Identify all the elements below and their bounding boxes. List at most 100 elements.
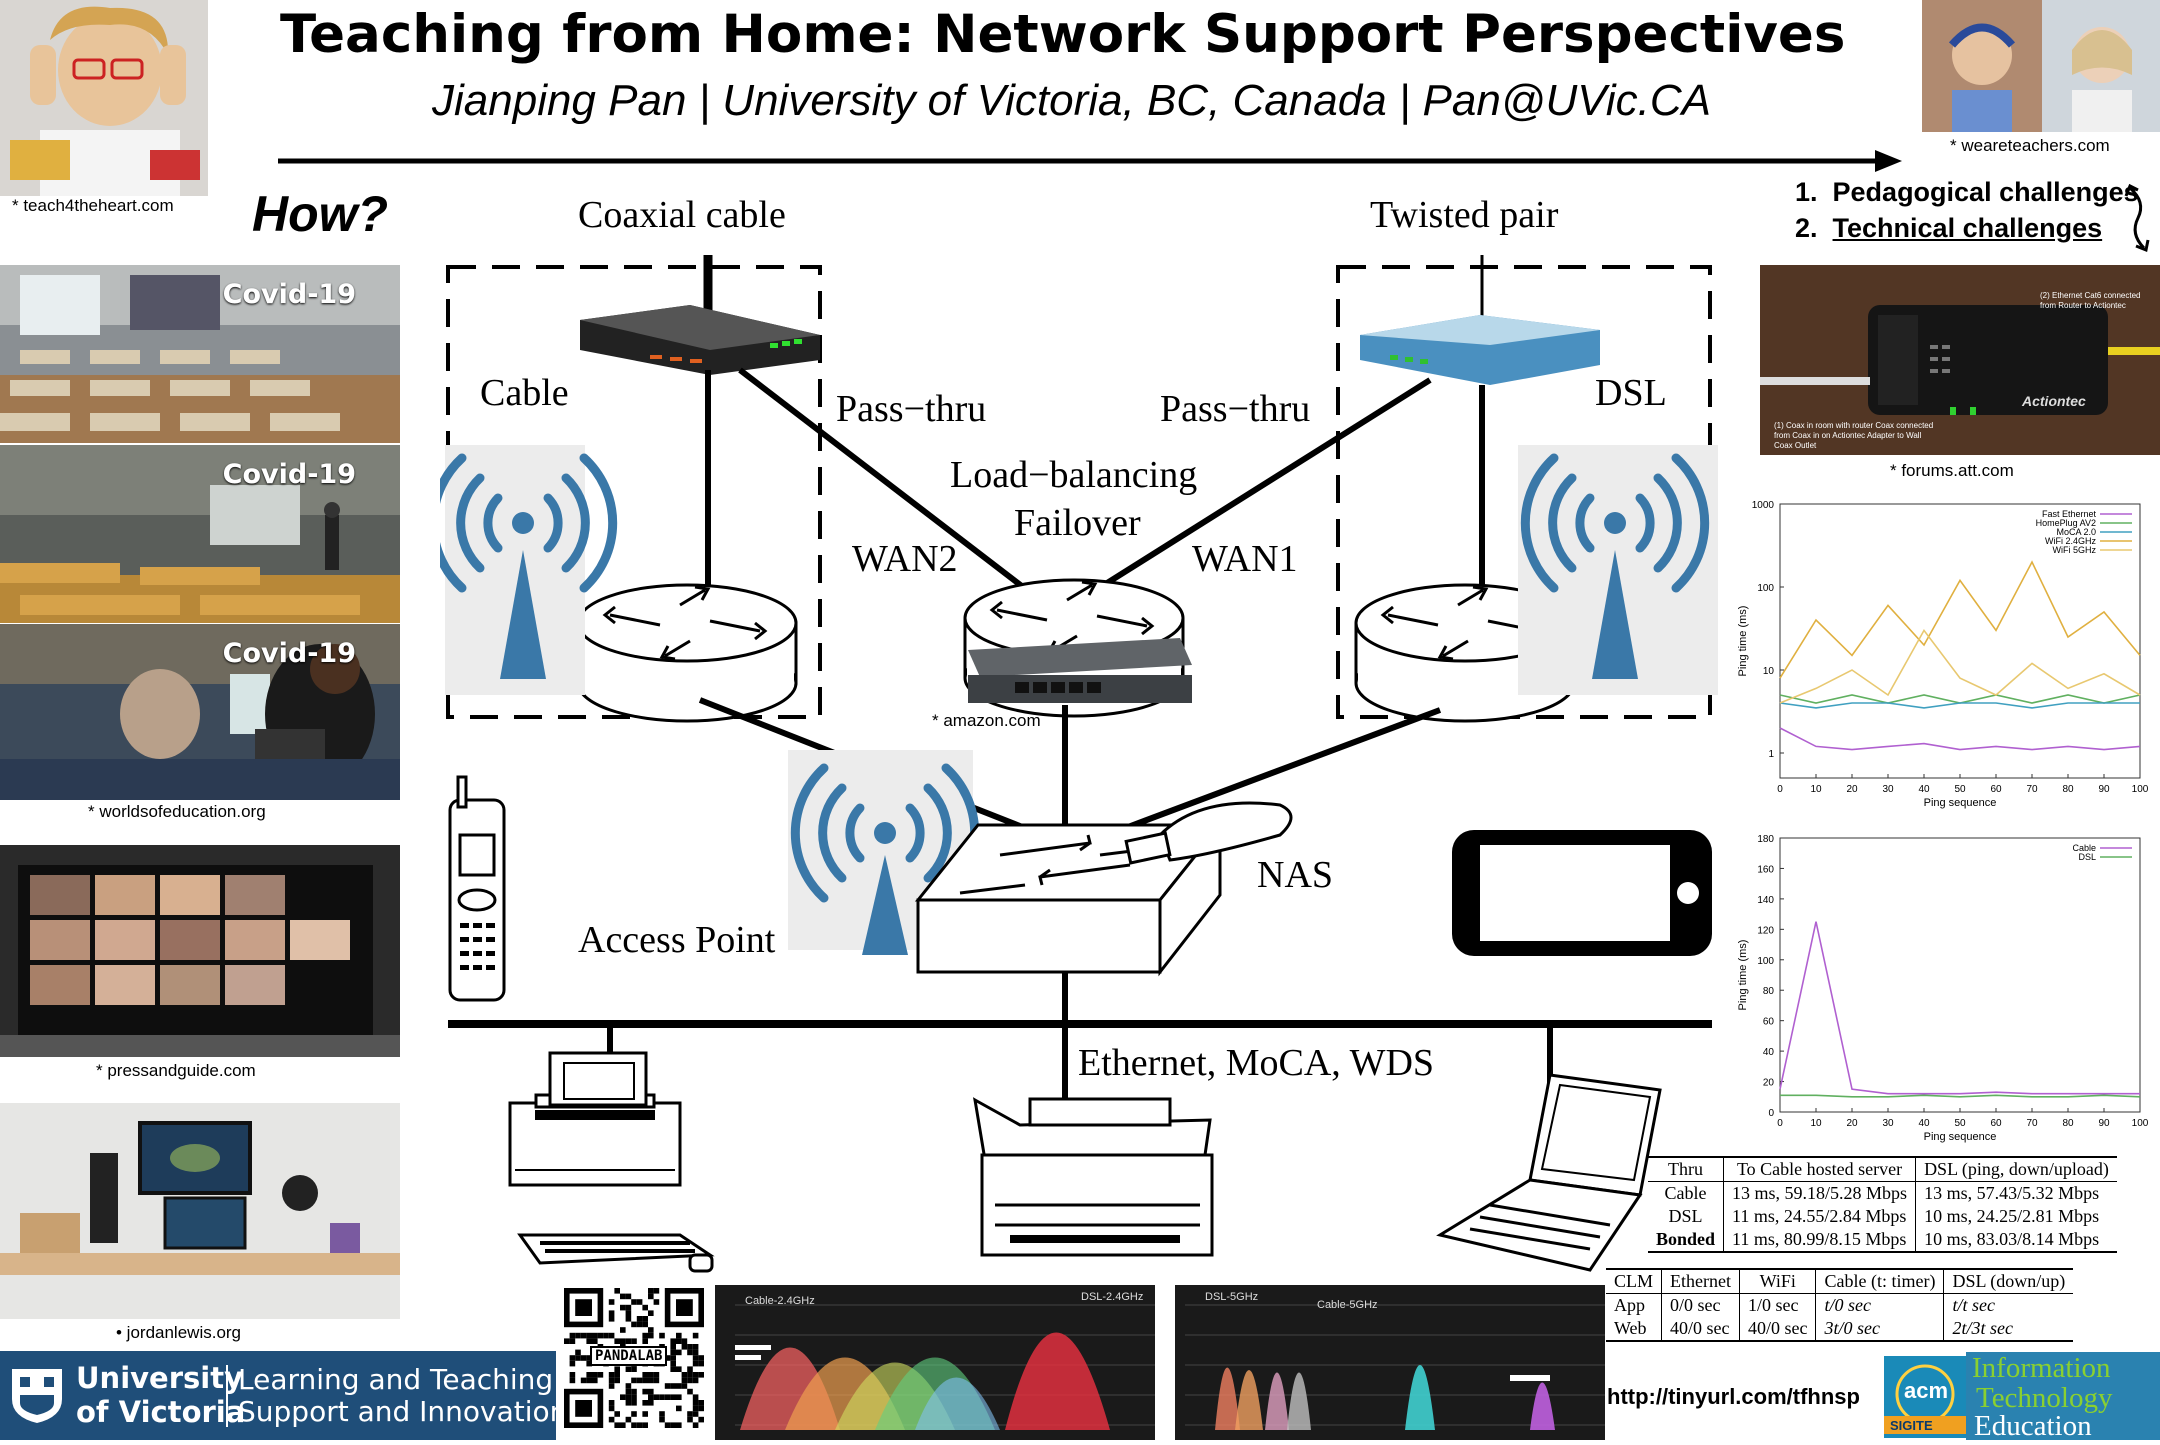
series-line <box>1779 628 2141 704</box>
y-tick-label: 40 <box>1763 1047 1775 1058</box>
y-tick-label: 120 <box>1757 925 1774 936</box>
table-cell: 13 ms, 57.43/5.32 Mbps <box>1924 1183 2100 1203</box>
feature-phone-icon <box>448 775 506 1002</box>
cable-isp-label: Cable <box>480 372 569 414</box>
y-tick-label: 60 <box>1763 1017 1775 1028</box>
y-tick-label: 1 <box>1768 749 1774 760</box>
table-header: Cable (t: timer) <box>1815 1269 1945 1294</box>
cable-router-icon <box>576 583 798 723</box>
legend-label: Cable <box>2072 843 2096 853</box>
table-row: Bonded 11 ms, 80.99/8.15 Mbps 10 ms, 83.… <box>1648 1228 2117 1252</box>
ethernet-moca-wds-label: Ethernet, MoCA, WDS <box>1078 1042 1434 1084</box>
table-row: Cable 13 ms, 59.18/5.28 Mbps 13 ms, 57.4… <box>1648 1181 2117 1205</box>
covid-badge: Covid-19 <box>222 279 356 310</box>
wan2-label: WAN2 <box>852 538 958 580</box>
plot-area <box>1779 503 2141 779</box>
poster-title: Teaching from Home: Network Support Pers… <box>280 4 1846 65</box>
photo-caption: * worldsofeducation.org <box>88 802 266 821</box>
table-cell: 10 ms, 24.25/2.81 Mbps <box>1924 1206 2100 1226</box>
x-tick-label: 20 <box>1846 1118 1858 1129</box>
home-study-photo: Covid-19 <box>0 624 400 800</box>
x-tick-label: 80 <box>2062 1118 2074 1129</box>
wifi-tag: Cable-5GHz <box>1317 1299 1378 1311</box>
uvic-logo-banner: University of Victoria Learning and Teac… <box>0 1351 567 1440</box>
table-cell: 40/0 sec <box>1739 1317 1817 1341</box>
dsl-wifi-access-point-icon <box>1518 445 1718 695</box>
poster-url-link[interactable]: http://tinyurl.com/tfhnsp <box>1607 1384 1860 1409</box>
x-tick-label: 100 <box>2132 1118 2149 1129</box>
y-tick-label: 1000 <box>1752 500 1775 511</box>
photo-caption: * weareteachers.com <box>1950 136 2110 155</box>
ite-line1: Information <box>1972 1352 2111 1384</box>
qr-label: PANDALAB <box>590 1346 668 1366</box>
legend-label: WiFi 2.4GHz <box>2045 536 2097 546</box>
table-cell: 13 ms, 59.18/5.28 Mbps <box>1723 1181 1917 1205</box>
cable-modem-icon <box>580 305 820 375</box>
y-tick-label: 80 <box>1763 986 1775 997</box>
video-conference-photo <box>0 845 400 1057</box>
nas-label: NAS <box>1257 854 1333 896</box>
x-tick-label: 90 <box>2098 1118 2110 1129</box>
table-cell: 11 ms, 80.99/8.15 Mbps <box>1723 1228 1917 1252</box>
wifi-spectrum-24ghz: Cable-2.4GHz DSL-2.4GHz <box>715 1285 1155 1440</box>
x-axis-label: Ping sequence <box>1924 797 1997 809</box>
passthru-left-label: Pass−thru <box>836 388 986 430</box>
photo-caption: * teach4theheart.com <box>12 196 174 215</box>
empty-classroom-photo: Covid-19 <box>0 265 400 443</box>
series-line <box>1779 702 2140 709</box>
bonding-throughput-table: Thru To Cable hosted server DSL (ping, d… <box>1648 1156 2117 1253</box>
table-cell: App <box>1606 1293 1663 1317</box>
tplink-router-device-icon <box>968 638 1192 703</box>
coaxial-cable-label: Coaxial cable <box>578 195 786 236</box>
table-row: Web 40/0 sec 40/0 sec 3t/0 sec 2t/3t sec <box>1606 1317 2074 1341</box>
series-line <box>1779 560 2141 679</box>
laptop-icon <box>1436 1073 1662 1272</box>
desktop-computer-icon <box>508 1051 715 1273</box>
table-cell: t/t sec <box>1952 1295 1995 1315</box>
table-cell: DSL <box>1648 1205 1725 1228</box>
ltsi-line2: Support and Innovation <box>238 1395 568 1428</box>
photo-caption: • jordanlewis.org <box>116 1323 242 1342</box>
y-tick-label: 140 <box>1757 895 1774 906</box>
covid-badge: Covid-19 <box>222 638 356 669</box>
qr-code[interactable]: PANDALAB <box>560 1284 708 1434</box>
covid-badge: Covid-19 <box>222 459 356 490</box>
table-cell: t/0 sec <box>1815 1293 1945 1317</box>
x-tick-label: 70 <box>2026 784 2038 795</box>
cable-wifi-access-point-icon <box>440 445 618 695</box>
x-tick-label: 60 <box>1990 784 2002 795</box>
access-point-label: Access Point <box>578 919 776 961</box>
table-header: Thru <box>1648 1157 1725 1182</box>
wifi-tag: DSL-2.4GHz <box>1081 1291 1144 1303</box>
wifi-spectrum-5ghz: DSL-5GHz Cable-5GHz <box>1175 1285 1605 1440</box>
uvic-crest-icon <box>12 1369 62 1423</box>
photo-caption: * forums.att.com <box>1890 461 2014 480</box>
swap-arrows-icon <box>2124 183 2150 253</box>
sigite-text: SIGITE <box>1890 1418 1933 1433</box>
teacher-presenting-photo: Covid-19 <box>0 445 400 623</box>
x-tick-label: 10 <box>1810 1118 1822 1129</box>
table-header: To Cable hosted server <box>1723 1157 1917 1182</box>
series-line <box>1779 727 2141 751</box>
x-tick-label: 40 <box>1918 784 1930 795</box>
x-tick-label: 60 <box>1990 1118 2002 1129</box>
y-tick-label: 180 <box>1757 834 1774 845</box>
x-tick-label: 30 <box>1882 784 1894 795</box>
timeline-arrow <box>278 150 1902 172</box>
sigite-logo: acm SIGITE Information Technology Educat… <box>1884 1352 2160 1442</box>
printer-icon <box>973 1097 1214 1257</box>
remote-students-photo <box>1922 0 2160 132</box>
y-axis-label: Ping time (ms) <box>1737 606 1749 677</box>
y-tick-label: 100 <box>1757 956 1774 967</box>
home-desk-setup-photo <box>0 1103 400 1319</box>
legend-label: WiFi 5GHz <box>2053 545 2097 555</box>
photo-caption: * pressandguide.com <box>96 1061 256 1080</box>
wifi-tag: Cable-2.4GHz <box>745 1295 815 1307</box>
table-header: CLM <box>1606 1269 1663 1294</box>
table-cell: Cable <box>1648 1181 1725 1205</box>
x-tick-label: 100 <box>2132 784 2149 795</box>
acm-logo-text: acm <box>1904 1378 1949 1403</box>
actiontec-adapter-photo: (2) Ethernet Cat6 connected from Router … <box>1760 265 2160 455</box>
y-tick-label: 20 <box>1763 1078 1775 1089</box>
